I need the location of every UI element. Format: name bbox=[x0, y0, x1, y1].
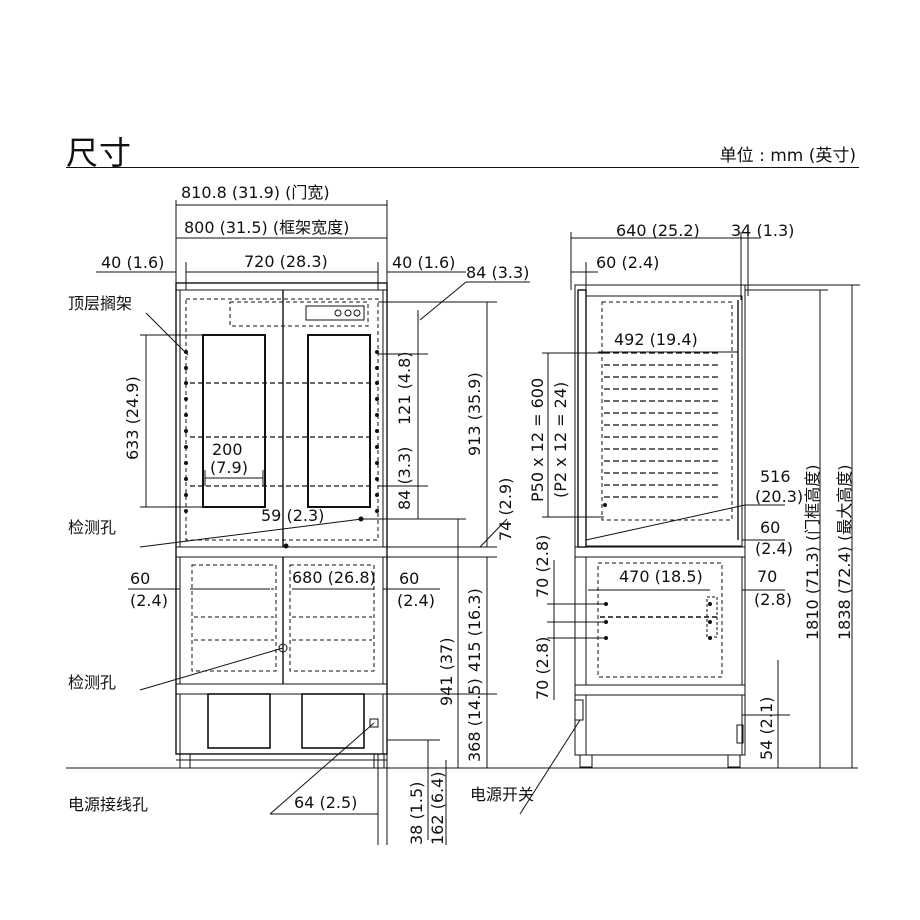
dim-470: 470 (18.5) bbox=[619, 567, 703, 586]
label-power-switch: 电源开关 bbox=[470, 785, 534, 804]
dim-door-width: 810.8 (31.9) (门宽) bbox=[181, 183, 330, 202]
dim-70-lower: 70 (2.8) bbox=[533, 637, 552, 700]
dim-59: 59 (2.3) bbox=[261, 506, 324, 525]
dim-84: 84 (3.3) bbox=[395, 447, 414, 510]
dim-70-right-inch: (2.8) bbox=[754, 590, 792, 609]
label-test-port-upper: 检测孔 bbox=[68, 518, 116, 537]
label-top-shelf: 顶层搁架 bbox=[68, 294, 132, 313]
unit-label: 单位 : mm (英寸) bbox=[719, 146, 856, 166]
test-port-lower bbox=[278, 643, 288, 653]
dim-60-side-b: 60 bbox=[760, 518, 780, 537]
dim-34: 34 (1.3) bbox=[731, 221, 794, 240]
control-panel-outline bbox=[229, 301, 369, 327]
dim-left-40: 40 (1.6) bbox=[101, 253, 164, 272]
left-door-window bbox=[202, 334, 266, 508]
dim-top-84: 84 (3.3) bbox=[466, 263, 529, 282]
dim-38: 38 (1.5) bbox=[407, 782, 426, 845]
title-rule bbox=[66, 167, 859, 168]
dim-200: 200 bbox=[212, 440, 243, 459]
dim-516: 516 bbox=[760, 467, 791, 486]
dim-368: 368 (14.5) bbox=[465, 678, 484, 762]
page-title: 尺寸 bbox=[66, 134, 133, 172]
front-dimension-lines bbox=[96, 200, 530, 845]
dim-200-inch: (7.9) bbox=[210, 458, 248, 477]
label-test-port-lower: 检测孔 bbox=[68, 673, 116, 692]
dim-633: 633 (24.9) bbox=[123, 376, 142, 460]
dim-depth-640: 640 (25.2) bbox=[616, 221, 700, 240]
dim-64: 64 (2.5) bbox=[294, 793, 357, 812]
lower-side-chamber bbox=[585, 694, 743, 756]
dim-70-upper: 70 (2.8) bbox=[533, 535, 552, 598]
dim-74: 74 (2.9) bbox=[496, 478, 515, 541]
dim-492: 492 (19.4) bbox=[614, 330, 698, 349]
right-door-window bbox=[307, 334, 371, 508]
dim-913: 913 (35.9) bbox=[465, 372, 484, 456]
dim-941: 941 (37) bbox=[437, 638, 456, 706]
dim-right-40: 40 (1.6) bbox=[392, 253, 455, 272]
label-power-inlet: 电源接线孔 bbox=[68, 795, 148, 814]
dim-60-side: 60 (2.4) bbox=[596, 253, 659, 272]
upper-side-chamber bbox=[585, 295, 743, 547]
dim-70-right: 70 bbox=[757, 567, 777, 586]
dim-inner-720: 720 (28.3) bbox=[244, 252, 328, 271]
dim-121: 121 (4.8) bbox=[395, 351, 414, 425]
dim-right-60: 60 bbox=[399, 569, 419, 588]
dim-frame-width: 800 (31.5) (框架宽度) bbox=[184, 218, 349, 237]
side-dimension-lines bbox=[519, 232, 860, 815]
dim-680: 680 (26.8) bbox=[292, 568, 376, 587]
dim-right-60-inch: (2.4) bbox=[397, 591, 435, 610]
control-panel bbox=[305, 305, 365, 321]
dim-162: 162 (6.4) bbox=[428, 771, 447, 845]
dim-60-side-b-inch: (2.4) bbox=[755, 539, 793, 558]
dim-left-60-inch: (2.4) bbox=[130, 591, 168, 610]
dim-1838: 1838 (72.4) (最大高度) bbox=[835, 465, 854, 641]
lower-compartment bbox=[179, 693, 384, 755]
dim-54: 54 (2.1) bbox=[757, 697, 776, 760]
shelf-pegs bbox=[184, 350, 379, 549]
dim-1810: 1810 (71.3) (门框高度) bbox=[803, 465, 822, 641]
dim-pitch: P50 x 12 = 600 bbox=[528, 378, 547, 502]
dim-415: 415 (16.3) bbox=[465, 588, 484, 672]
front-view bbox=[175, 282, 388, 769]
side-shelves bbox=[604, 352, 718, 498]
side-view bbox=[574, 284, 746, 768]
dim-left-60: 60 bbox=[130, 569, 150, 588]
dim-pitch-inch: (P2 x 12 = 24) bbox=[551, 382, 570, 498]
power-switch bbox=[574, 699, 584, 721]
dim-516-inch: (20.3) bbox=[755, 487, 803, 506]
